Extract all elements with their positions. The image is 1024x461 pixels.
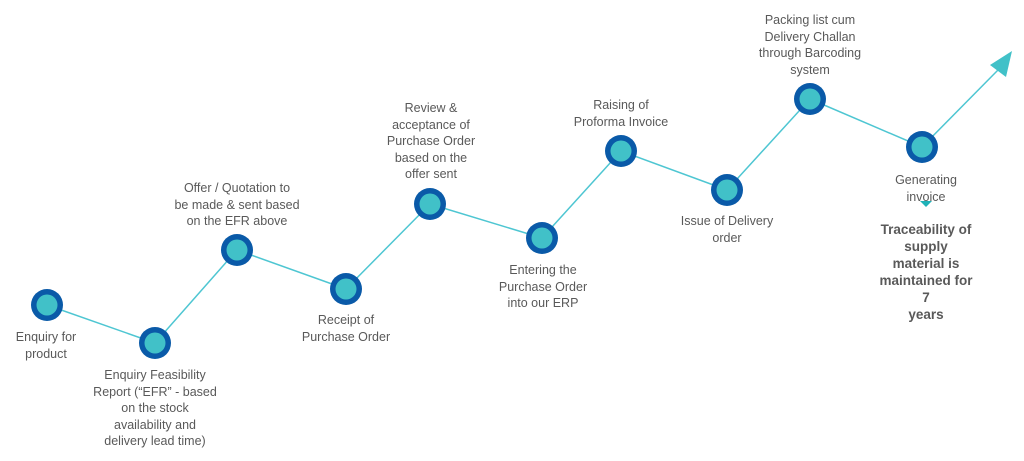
step-node-center bbox=[610, 140, 632, 162]
connector-line bbox=[620, 150, 728, 191]
step-node bbox=[31, 289, 63, 321]
step-node bbox=[794, 83, 826, 115]
traceability-note: Traceability of supply material is maint… bbox=[879, 222, 973, 322]
pointer-down-icon bbox=[920, 201, 932, 207]
step-node bbox=[526, 222, 558, 254]
step-node bbox=[330, 273, 362, 305]
step-node-center bbox=[36, 294, 58, 316]
connector-line bbox=[726, 98, 811, 191]
connector-line bbox=[154, 249, 238, 344]
step-node-center bbox=[419, 193, 441, 215]
step-node bbox=[605, 135, 637, 167]
step-node-center bbox=[716, 179, 738, 201]
step-node bbox=[139, 327, 171, 359]
step-node-center bbox=[799, 88, 821, 110]
step-label-packing-list: Packing list cum Delivery Challan throug… bbox=[758, 13, 862, 77]
step-node-center bbox=[335, 278, 357, 300]
connector-line bbox=[345, 203, 431, 290]
step-node-center bbox=[226, 239, 248, 261]
step-node bbox=[711, 174, 743, 206]
step-node bbox=[414, 188, 446, 220]
trend-arrowhead-icon bbox=[990, 51, 1012, 77]
step-node bbox=[906, 131, 938, 163]
step-node-center bbox=[911, 136, 933, 158]
step-label-review-po: Review & acceptance of Purchase Order ba… bbox=[386, 101, 476, 181]
connector-line bbox=[429, 203, 543, 239]
step-label-offer-quotation: Offer / Quotation to be made & sent base… bbox=[174, 181, 300, 228]
trend-arrow-line bbox=[921, 69, 999, 148]
connector-line bbox=[809, 98, 923, 148]
step-label-receipt-po: Receipt of Purchase Order bbox=[301, 313, 391, 344]
step-label-invoice: Generating invoice bbox=[895, 173, 957, 204]
step-label-delivery-order: Issue of Delivery order bbox=[680, 214, 774, 245]
step-node bbox=[221, 234, 253, 266]
step-node-center bbox=[531, 227, 553, 249]
step-node-center bbox=[144, 332, 166, 354]
step-label-erp-entry: Entering the Purchase Order into our ERP bbox=[498, 263, 588, 310]
connector-line bbox=[46, 304, 156, 344]
step-label-enquiry: Enquiry for product bbox=[15, 330, 77, 361]
connector-lines bbox=[46, 98, 923, 344]
connector-line bbox=[236, 249, 347, 290]
step-label-proforma: Raising of Proforma Invoice bbox=[573, 98, 669, 129]
step-nodes bbox=[31, 83, 938, 359]
step-label-efr: Enquiry Feasibility Report (“EFR” - base… bbox=[93, 368, 217, 448]
connector-line bbox=[541, 150, 622, 239]
